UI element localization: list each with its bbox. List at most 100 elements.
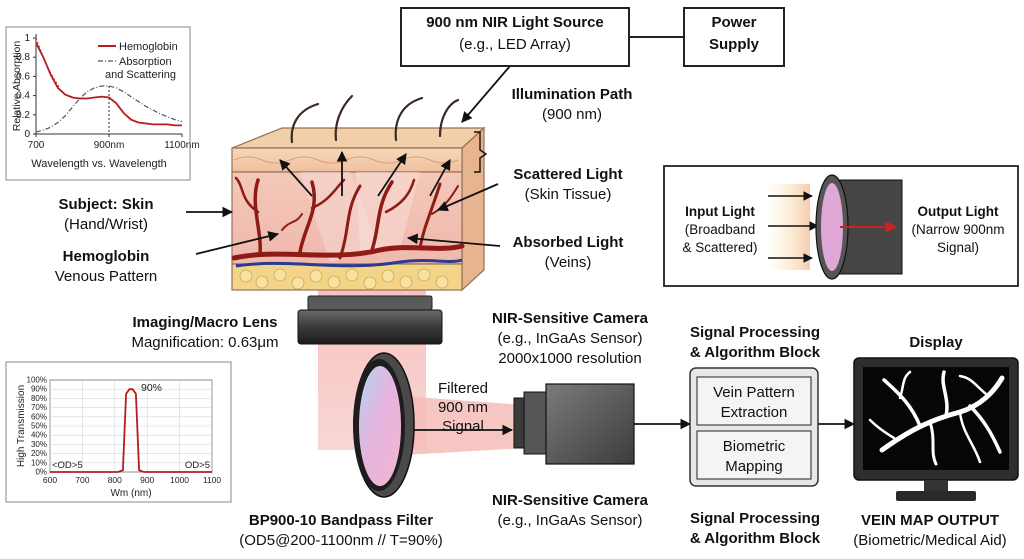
skin-cross-section xyxy=(231,94,488,292)
absorption-chart-frame xyxy=(5,26,191,181)
processing-top-2: & Algorithm Block xyxy=(689,344,821,361)
y-tick-label: 0.6 xyxy=(16,71,30,82)
series-line-transmission xyxy=(50,388,212,473)
series-hemoglobin-extension xyxy=(35,37,61,89)
processing-bottom-1: Signal Processing xyxy=(689,510,821,527)
y-tick-label: 90% xyxy=(31,385,47,394)
x-tick-label: 700 xyxy=(28,140,45,151)
inset-output-2: (Narrow 900nm xyxy=(911,222,1005,237)
y-tick-label: 1 xyxy=(24,33,30,44)
x-axis-label: Wm (nm) xyxy=(110,488,151,499)
vein-extraction-1: Vein Pattern xyxy=(713,384,795,401)
vein-extraction-box xyxy=(696,376,812,426)
scattered-title: Scattered Light xyxy=(513,166,623,183)
y-tick-label: 0.4 xyxy=(16,91,30,102)
absorption-chart: 0 0.2 0.4 0.6 0.8 1 700 900nm 1100nm Relative Abs… xyxy=(11,33,200,170)
camera-top-title: NIR-Sensitive Camera xyxy=(492,310,648,327)
display-monitor xyxy=(853,357,1019,501)
scattered-arrow xyxy=(437,183,499,212)
y-tick-label: 50% xyxy=(31,422,47,431)
y-tick-label: 10% xyxy=(31,458,47,467)
y-tick-label: 80% xyxy=(31,394,47,403)
legend-label-hemoglobin: Hemoglobin xyxy=(119,41,178,53)
subject-title: Subject: Skin xyxy=(58,196,154,213)
hemoglobin-title: Hemoglobin xyxy=(62,248,150,265)
hemoglobin-arrow xyxy=(195,231,280,255)
biometric-mapping-2: Mapping xyxy=(725,458,783,475)
filtered-line-1: Filtered xyxy=(437,380,489,397)
camera-top-sub2: 2000x1000 resolution xyxy=(498,350,642,367)
power-supply-box xyxy=(683,7,785,67)
biometric-mapping-box xyxy=(696,430,812,480)
light-source-box xyxy=(400,7,630,67)
inset-input-1: Input Light xyxy=(685,204,755,219)
x-tick-label: 1000 xyxy=(170,475,189,485)
filtered-line-2: 900 nm xyxy=(437,399,489,416)
y-axis-label: Relative Absorption xyxy=(11,41,23,132)
y-axis-label: High Transmission xyxy=(16,385,27,467)
light-source-title: 900 nm NIR Light Source xyxy=(426,14,604,31)
absorbed-arrow xyxy=(406,233,501,247)
x-tick-label: 1100 xyxy=(203,475,222,485)
y-tick-label: 70% xyxy=(31,403,47,412)
vein-map-output-sub: (Biometric/Medical Aid) xyxy=(853,532,1007,549)
nir-camera xyxy=(513,383,635,465)
x-tick-label: 800 xyxy=(108,475,122,485)
legend-label-scattering: and Scattering xyxy=(105,69,176,81)
series-line-hemoglobin xyxy=(35,42,182,127)
biometric-mapping-1: Biometric xyxy=(722,438,786,455)
scattered-sub: (Skin Tissue) xyxy=(524,186,612,203)
inset-output-3: Signal) xyxy=(936,240,980,255)
illumination-title: Illumination Path xyxy=(511,86,633,103)
x-tick-label: 600 xyxy=(43,475,57,485)
illumination-arrow xyxy=(461,65,511,123)
x-tick-label: 700 xyxy=(75,475,89,485)
absorbed-sub: (Veins) xyxy=(544,254,592,271)
y-tick-label: 100% xyxy=(27,376,47,385)
y-tick-label: 20% xyxy=(31,449,47,458)
hemoglobin-sub: Venous Pattern xyxy=(54,268,158,285)
power-label-2: Supply xyxy=(708,36,759,53)
subject-sub: (Hand/Wrist) xyxy=(64,216,148,233)
annotation-od-left: <OD>5 xyxy=(52,460,83,471)
lens-title: Imaging/Macro Lens xyxy=(132,314,278,331)
absorbed-title: Absorbed Light xyxy=(512,234,624,251)
filtered-line-3: Signal xyxy=(442,418,484,435)
camera-bottom-title: NIR-Sensitive Camera xyxy=(492,492,648,509)
y-tick-label: 0.2 xyxy=(16,110,30,121)
y-tick-label: 0% xyxy=(35,468,47,477)
y-tick-label: 0 xyxy=(24,129,30,140)
processing-top-1: Signal Processing xyxy=(689,324,821,341)
camera-top-sub1: (e.g., InGaAs Sensor) xyxy=(497,330,643,347)
y-tick-label: 40% xyxy=(31,431,47,440)
vein-extraction-2: Extraction xyxy=(720,404,788,421)
y-tick-label: 60% xyxy=(31,412,47,421)
camera-bottom-sub: (e.g., InGaAs Sensor) xyxy=(497,512,643,529)
filter-title: BP900-10 Bandpass Filter xyxy=(248,512,434,529)
x-tick-label: 900 xyxy=(140,475,154,485)
bandpass-filter xyxy=(353,352,415,498)
vein-map-output-title: VEIN MAP OUTPUT xyxy=(860,512,1000,529)
lens-sub: Magnification: 0.63μm xyxy=(131,334,279,351)
y-tick-label: 0.8 xyxy=(16,52,30,63)
x-axis-label: Wavelength vs. Wavelength xyxy=(31,158,167,170)
annotation-90-percent: 90% xyxy=(141,382,162,394)
x-tick-label: 1100nm xyxy=(164,140,199,151)
filter-inset xyxy=(663,165,1019,287)
filter-sub: (OD5@200-1100nm // T=90%) xyxy=(239,532,443,549)
light-source-subtitle: (e.g., LED Array) xyxy=(459,36,571,53)
power-label-1: Power xyxy=(711,14,757,31)
inset-input-2: (Broadband xyxy=(684,222,756,237)
legend-label-absorption: Absorption xyxy=(119,56,172,68)
processing-bottom-2: & Algorithm Block xyxy=(689,530,821,547)
x-tick-label: 900nm xyxy=(94,140,125,151)
illumination-sub: (900 nm) xyxy=(541,106,603,123)
inset-input-3: & Scattered) xyxy=(682,240,758,255)
macro-lens xyxy=(297,295,443,345)
series-line-absorption-scattering xyxy=(35,85,183,133)
display-title: Display xyxy=(909,334,963,351)
y-tick-label: 30% xyxy=(31,440,47,449)
